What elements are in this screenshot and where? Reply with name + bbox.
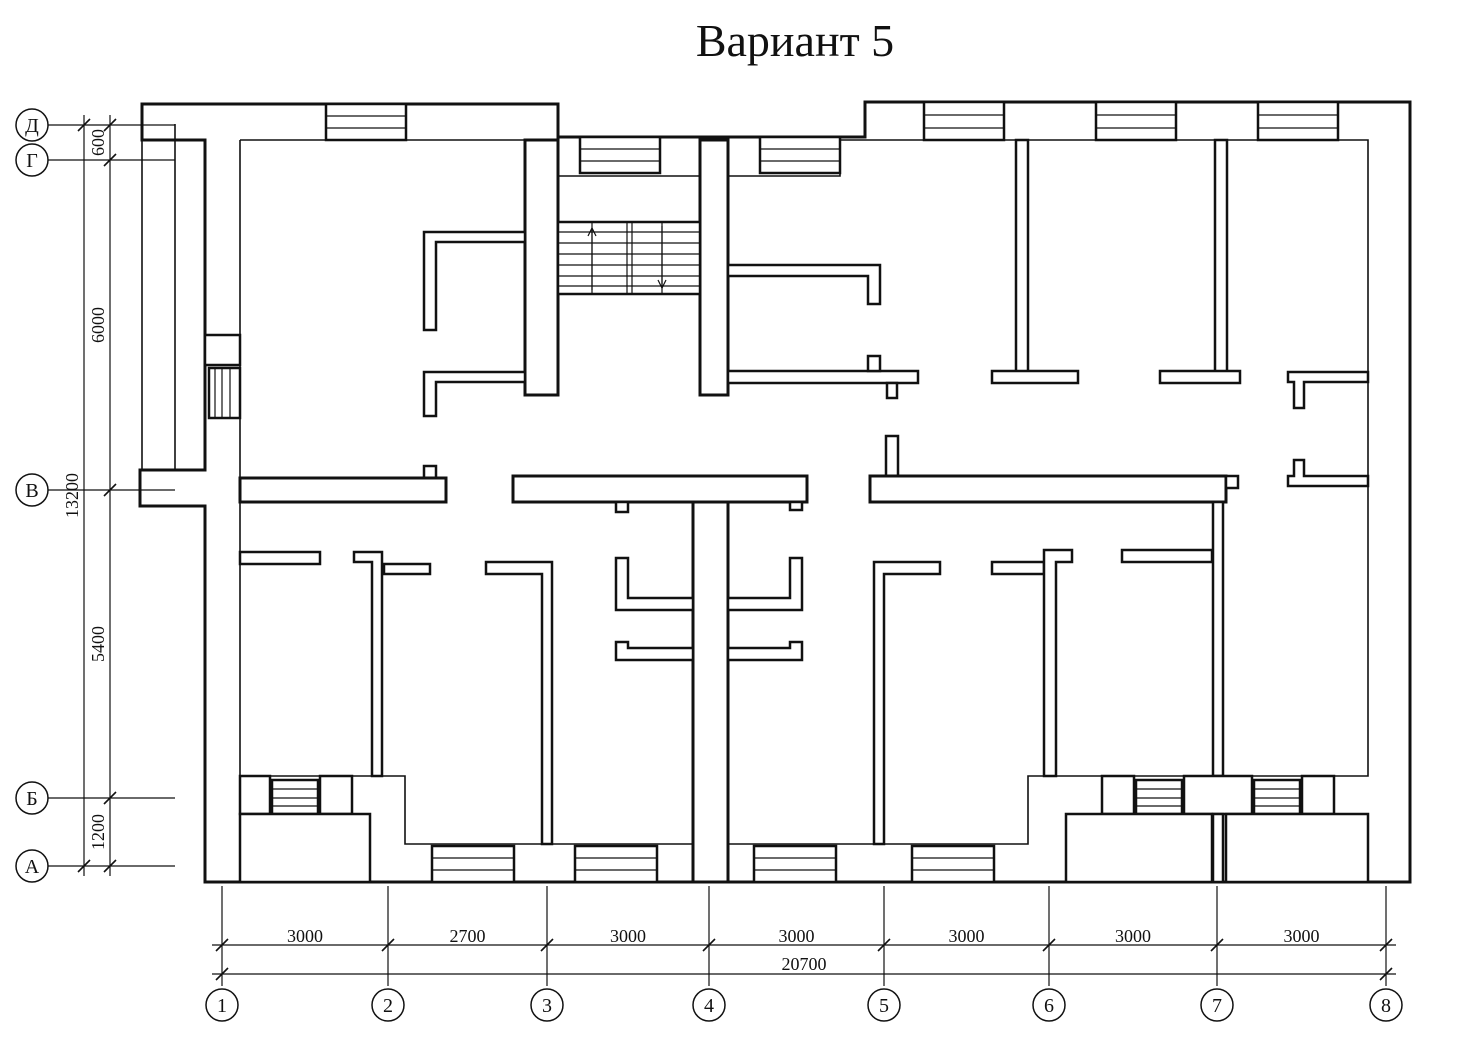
dim-value: 5400 xyxy=(88,626,108,662)
west-stair xyxy=(203,333,242,420)
dimension-lines: 3000 2700 3000 3000 3000 3000 3000 20700 600 6000… xyxy=(62,115,1396,981)
dim-value: 3000 xyxy=(1115,926,1151,946)
axis-marker-3 xyxy=(530,988,564,1022)
dim-value: 2700 xyxy=(450,926,486,946)
axis-label-5: 5 xyxy=(879,995,889,1017)
axis-label-Д: Д xyxy=(25,115,39,137)
dim-value: 1200 xyxy=(88,814,108,850)
drawing-title: Вариант 5 xyxy=(695,15,895,66)
dim-value: 3000 xyxy=(287,926,323,946)
partitions-lower-right xyxy=(728,500,1228,846)
dim-value: 6000 xyxy=(88,307,108,343)
partitions-upper-left xyxy=(422,230,527,480)
dim-value: 3000 xyxy=(949,926,985,946)
axis-marker-8 xyxy=(1369,988,1403,1022)
axis-label-7: 7 xyxy=(1212,995,1222,1017)
axis-label-Б: Б xyxy=(26,788,37,810)
dim-value: 600 xyxy=(88,129,108,156)
dim-value: 3000 xyxy=(610,926,646,946)
window xyxy=(430,844,516,884)
axis-marker-В xyxy=(15,473,49,507)
axis-label-3: 3 xyxy=(542,995,552,1017)
axis-label-А: А xyxy=(25,856,40,878)
axis-marker-Д xyxy=(15,108,49,142)
windows-bottom xyxy=(430,844,996,884)
axis-label-4: 4 xyxy=(704,995,714,1017)
dim-total-value: 20700 xyxy=(782,954,827,974)
window xyxy=(1252,778,1302,816)
axis-marker-6 xyxy=(1032,988,1066,1022)
corridor-walls xyxy=(238,474,1240,514)
window xyxy=(270,778,320,816)
axis-marker-Г xyxy=(15,143,49,177)
grid-axes: 1 2 3 4 5 6 7 8 ДГ В Б А xyxy=(15,108,1403,1022)
windows-top xyxy=(324,100,1340,175)
dim-value: 3000 xyxy=(1284,926,1320,946)
window xyxy=(910,844,996,884)
lower-right-block xyxy=(1064,774,1370,884)
window xyxy=(578,135,662,175)
lower-left-block xyxy=(238,774,372,884)
dim-value: 3000 xyxy=(779,926,815,946)
axis-label-Г: Г xyxy=(26,150,38,172)
window xyxy=(324,102,408,142)
partitions-upper-right xyxy=(726,138,1370,488)
stair-core xyxy=(523,138,730,397)
window xyxy=(1256,100,1340,142)
axis-marker-4 xyxy=(692,988,726,1022)
axis-marker-5 xyxy=(867,988,901,1022)
axis-label-2: 2 xyxy=(383,995,393,1017)
axis-label-1: 1 xyxy=(217,995,227,1017)
dim-total-value: 13200 xyxy=(62,473,82,518)
staircase xyxy=(556,220,702,296)
axis-label-6: 6 xyxy=(1044,995,1054,1017)
window xyxy=(1134,778,1184,816)
axis-marker-Б xyxy=(15,781,49,815)
axis-marker-1 xyxy=(205,988,239,1022)
axis-marker-7 xyxy=(1200,988,1234,1022)
axis-marker-2 xyxy=(371,988,405,1022)
axis-label-В: В xyxy=(25,480,38,502)
window xyxy=(752,844,838,884)
axis-marker-А xyxy=(15,849,49,883)
window xyxy=(922,100,1006,142)
window xyxy=(573,844,659,884)
window xyxy=(1094,100,1178,142)
window xyxy=(758,135,842,175)
axis-label-8: 8 xyxy=(1381,995,1391,1017)
lower-spine xyxy=(614,500,804,884)
